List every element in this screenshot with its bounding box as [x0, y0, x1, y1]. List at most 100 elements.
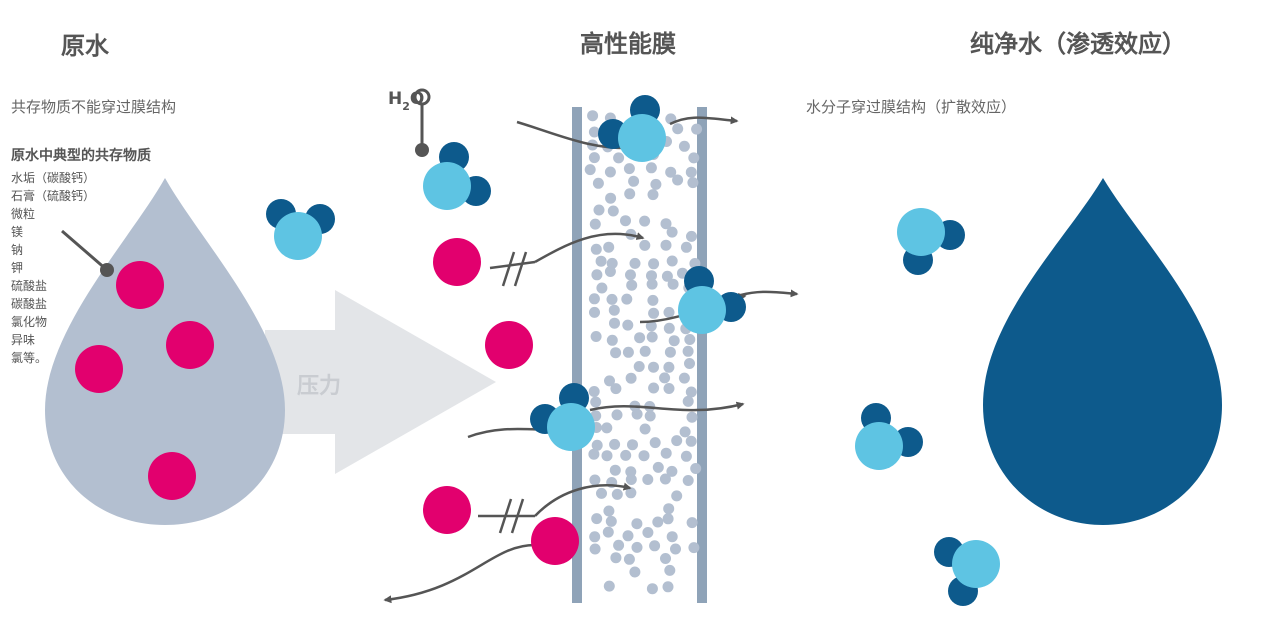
pore-dot — [684, 334, 696, 345]
oxygen-atom — [423, 162, 471, 210]
pore-dot — [666, 255, 678, 267]
impurity-list-item: 硫酸盐 — [11, 278, 47, 293]
pore-dot — [628, 175, 640, 187]
pore-dot — [613, 539, 625, 551]
flow-arrow-icon — [740, 289, 799, 298]
pore-dot — [593, 204, 605, 216]
oxygen-atom — [678, 286, 726, 334]
pore-dot — [625, 487, 637, 499]
impurity-icon — [166, 321, 214, 369]
pore-dot — [604, 166, 616, 178]
pore-dot — [652, 461, 664, 473]
pore-dot — [666, 465, 678, 477]
pore-dot — [625, 474, 637, 485]
pore-dot — [660, 239, 672, 251]
water-molecule-icon — [897, 208, 965, 275]
pore-dot — [621, 293, 633, 305]
pore-dot — [648, 307, 660, 319]
impurity-list-item: 钾 — [11, 261, 23, 275]
pore-dot — [626, 279, 638, 291]
pore-dot — [611, 409, 623, 421]
raw-water-drop-icon — [45, 178, 285, 525]
pore-dot — [659, 372, 671, 384]
membrane-right-bar — [697, 107, 707, 603]
pore-dot — [642, 474, 654, 485]
pore-dot — [649, 540, 661, 552]
oxygen-atom — [855, 422, 903, 470]
pore-dot — [685, 435, 697, 447]
pore-dot — [625, 269, 636, 281]
water-molecule-icon — [266, 199, 335, 260]
pore-dot — [622, 530, 634, 542]
pore-dot — [602, 526, 614, 538]
oxygen-atom — [547, 403, 595, 451]
pore-dot — [649, 437, 661, 449]
pore-dot — [663, 383, 675, 394]
pore-dot — [684, 358, 695, 369]
pressure-label: 压力 — [297, 374, 341, 399]
pore-dot — [606, 334, 618, 346]
impurity-icon — [423, 486, 471, 534]
pore-dot — [646, 270, 657, 282]
h2o-label: H2O — [388, 89, 424, 113]
pore-dot — [686, 517, 698, 529]
pore-dot — [691, 123, 703, 135]
pore-dot — [634, 332, 646, 344]
pore-dot — [686, 411, 698, 423]
membrane-pores — [584, 110, 703, 595]
impurity-icon — [148, 452, 196, 500]
flow-arrow-icon — [534, 482, 632, 517]
pore-dot — [662, 513, 674, 525]
pore-dot — [678, 372, 690, 384]
pore-dot — [666, 226, 678, 238]
pore-dot — [603, 580, 615, 592]
impurity-list-item: 异味 — [11, 333, 35, 347]
pore-dot — [588, 152, 600, 164]
pore-dot — [671, 435, 683, 447]
pore-dot — [645, 320, 657, 332]
pore-dot — [623, 163, 635, 175]
callout-dot — [100, 263, 114, 277]
pore-dot — [589, 543, 601, 555]
impurity-icon — [75, 345, 123, 393]
pore-dot — [620, 449, 632, 461]
pore-dot — [605, 192, 617, 204]
pore-dot — [687, 177, 699, 189]
water-molecule-icon — [530, 383, 595, 451]
pore-dot — [662, 581, 674, 593]
pore-dot — [611, 488, 623, 500]
impurity-list-item: 氯化物 — [11, 315, 47, 329]
pore-dot — [668, 335, 680, 347]
pore-dot — [685, 386, 697, 398]
water-molecules — [266, 95, 1000, 606]
pore-dot — [624, 188, 636, 200]
pore-dot — [679, 426, 691, 438]
impurity-list-item: 碳酸盐 — [11, 296, 47, 311]
pore-dot — [646, 331, 658, 343]
pore-dot — [610, 347, 622, 359]
pore-dot — [666, 531, 678, 543]
flow-arrow-icon — [383, 543, 536, 604]
pore-dot — [625, 372, 637, 384]
pore-dot — [690, 463, 702, 474]
raw-water-subtitle: 共存物质不能穿过膜结构 — [11, 98, 176, 116]
pore-dot — [660, 553, 671, 564]
pore-dot — [601, 450, 613, 462]
impurity-icon — [433, 238, 481, 286]
pore-dot — [688, 542, 700, 554]
pore-dot — [589, 474, 601, 486]
pore-dot — [650, 178, 662, 190]
pore-dot — [664, 346, 676, 358]
pure-water-subtitle: 水分子穿过膜结构（扩散效应） — [806, 98, 1016, 116]
impurity-particles — [75, 238, 579, 565]
flow-arrow-icon — [669, 116, 739, 126]
pore-dot — [646, 278, 658, 290]
impurity-icon — [116, 261, 164, 309]
pore-dot — [667, 278, 679, 290]
pore-dot — [591, 439, 603, 451]
pore-dot — [665, 166, 677, 178]
pore-dot — [647, 189, 659, 201]
oxygen-atom — [952, 540, 1000, 588]
pore-dot — [631, 408, 643, 420]
membrane-title: 高性能膜 — [580, 30, 676, 58]
